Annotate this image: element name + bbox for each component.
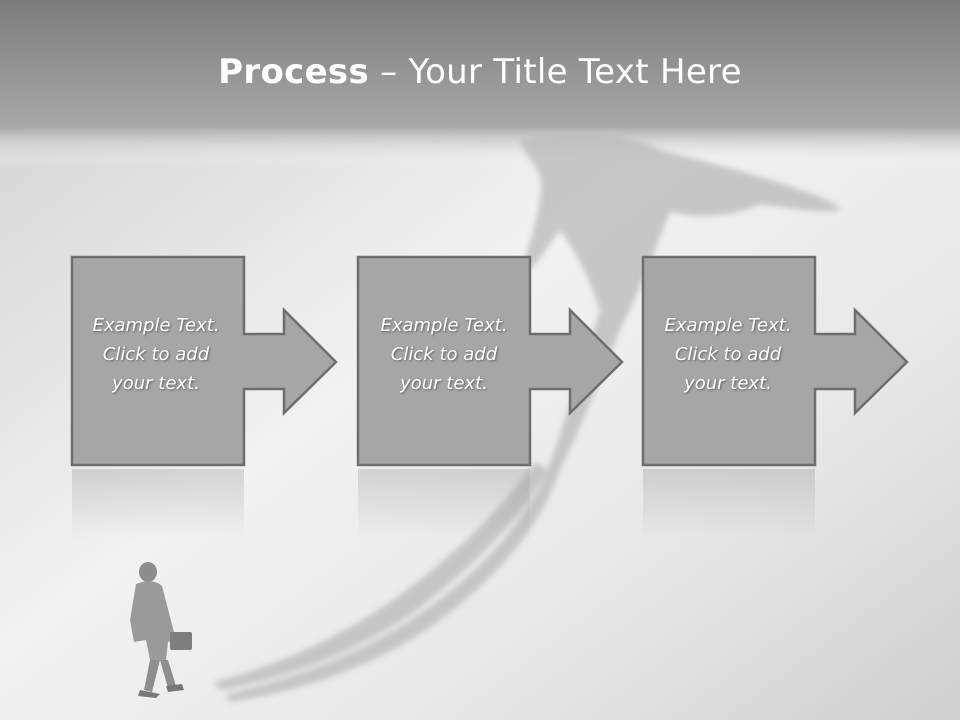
step-1-line-1: Example Text. (92, 315, 220, 336)
header-band (0, 0, 960, 128)
step-2-line-1: Example Text. (380, 315, 508, 336)
slide-title[interactable]: Process – Your Title Text Here (0, 52, 960, 92)
title-bold: Process (218, 52, 370, 92)
businessman-figure (130, 562, 192, 698)
title-separator: – (369, 52, 409, 92)
step-2-text[interactable]: Example Text. Click to add your text. (360, 311, 528, 398)
step-3-text[interactable]: Example Text. Click to add your text. (644, 311, 812, 398)
step-2-line-2: Click to add (390, 344, 498, 365)
step-1-line-2: Click to add (102, 344, 210, 365)
step-2-line-3: your text. (400, 373, 488, 394)
step-1-line-3: your text. (112, 373, 200, 394)
step-1-reflection (72, 469, 244, 539)
step-2-reflection (358, 469, 530, 539)
step-1-text[interactable]: Example Text. Click to add your text. (72, 311, 240, 398)
step-3-line-3: your text. (684, 373, 772, 394)
eagle-shadow (214, 132, 840, 702)
step-3-line-2: Click to add (674, 344, 782, 365)
step-3-arrow-box (641, 255, 909, 467)
step-1-arrow-box (70, 255, 338, 467)
step-3-line-1: Example Text. (664, 315, 792, 336)
title-rest: Your Title Text Here (408, 52, 742, 92)
step-3-reflection (643, 469, 815, 539)
step-2-shape[interactable] (356, 255, 624, 539)
step-3-shape[interactable] (641, 255, 909, 539)
step-1-shape[interactable] (70, 255, 338, 539)
step-2-arrow-box (356, 255, 624, 467)
